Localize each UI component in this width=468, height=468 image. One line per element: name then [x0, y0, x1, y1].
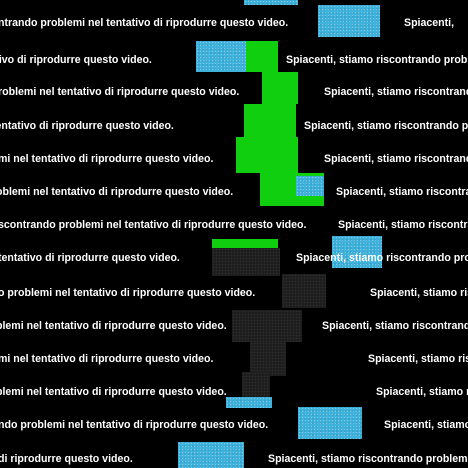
glitch-block	[250, 342, 286, 376]
glitch-block	[298, 407, 362, 439]
error-text: Spiacenti, stiamo riscontrando problemi …	[296, 252, 468, 264]
glitch-block	[318, 5, 380, 37]
glitch-block	[244, 0, 298, 5]
glitch-block	[226, 397, 272, 408]
error-text: tentativo di riprodurre questo video.	[0, 120, 174, 132]
glitch-block	[236, 137, 298, 173]
glitch-block	[244, 104, 296, 137]
glitch-block	[178, 442, 244, 468]
error-text: ndo problemi nel tentativo di riprodurre…	[0, 419, 269, 431]
error-text: Spiacenti, stiamo riscontrando problemi …	[268, 453, 468, 465]
error-text: mi nel tentativo di riprodurre questo vi…	[0, 353, 214, 365]
glitch-block	[246, 41, 278, 72]
error-text: Spiacenti, stiamo riscontrando problemi …	[368, 353, 468, 365]
error-text: di riprodurre questo video.	[0, 453, 133, 465]
glitch-block	[332, 236, 382, 268]
glitch-block	[296, 176, 324, 196]
error-text: roblemi nel tentativo di riprodurre ques…	[0, 86, 240, 98]
error-text: oblemi nel tentativo di riprodurre quest…	[0, 186, 234, 198]
error-text: Spiacenti, stiamo riscontrando problemi …	[322, 320, 468, 332]
error-text: Spiacenti, stiamo riscontrando problemi …	[286, 54, 468, 66]
error-text: Spiacenti, stiamo riscontrando problemi …	[324, 153, 468, 165]
error-text: mi nel tentativo di riprodurre questo vi…	[0, 153, 214, 165]
error-text: Spiacenti, stiamo riscontrando problemi …	[324, 86, 468, 98]
glitch-block	[282, 274, 326, 308]
error-text: Spiacenti, stiamo riscontrando problemi …	[338, 219, 468, 231]
error-text: Spiacenti,	[404, 17, 455, 29]
error-text: scontrando problemi nel tentativo di rip…	[0, 219, 307, 231]
error-text: Spiacenti, stiamo riscontrando problemi …	[376, 386, 468, 398]
glitch-block	[262, 72, 298, 104]
error-text: blemi nel tentativo di riprodurre questo…	[0, 320, 227, 332]
error-text: ntrando problemi nel tentativo di riprod…	[0, 17, 289, 29]
glitch-block	[196, 41, 246, 72]
error-text: blemi nel tentativo di riprodurre questo…	[0, 386, 227, 398]
glitch-block	[212, 248, 280, 276]
error-text: Spiacenti, stiamo riscontrando problemi …	[336, 186, 468, 198]
error-text: Spiacenti, stiamo riscontrando problemi …	[304, 120, 468, 132]
error-text: Spiacenti, stiamo riscontrando problemi …	[384, 419, 468, 431]
glitch-block	[232, 310, 302, 342]
error-text: o problemi nel tentativo di riprodurre q…	[0, 287, 256, 299]
error-text: Spiacenti, stiamo riscontrando problemi …	[370, 287, 468, 299]
error-text: tentativo di riprodurre questo video.	[0, 54, 152, 66]
error-text: tentativo di riprodurre questo video.	[0, 252, 180, 264]
